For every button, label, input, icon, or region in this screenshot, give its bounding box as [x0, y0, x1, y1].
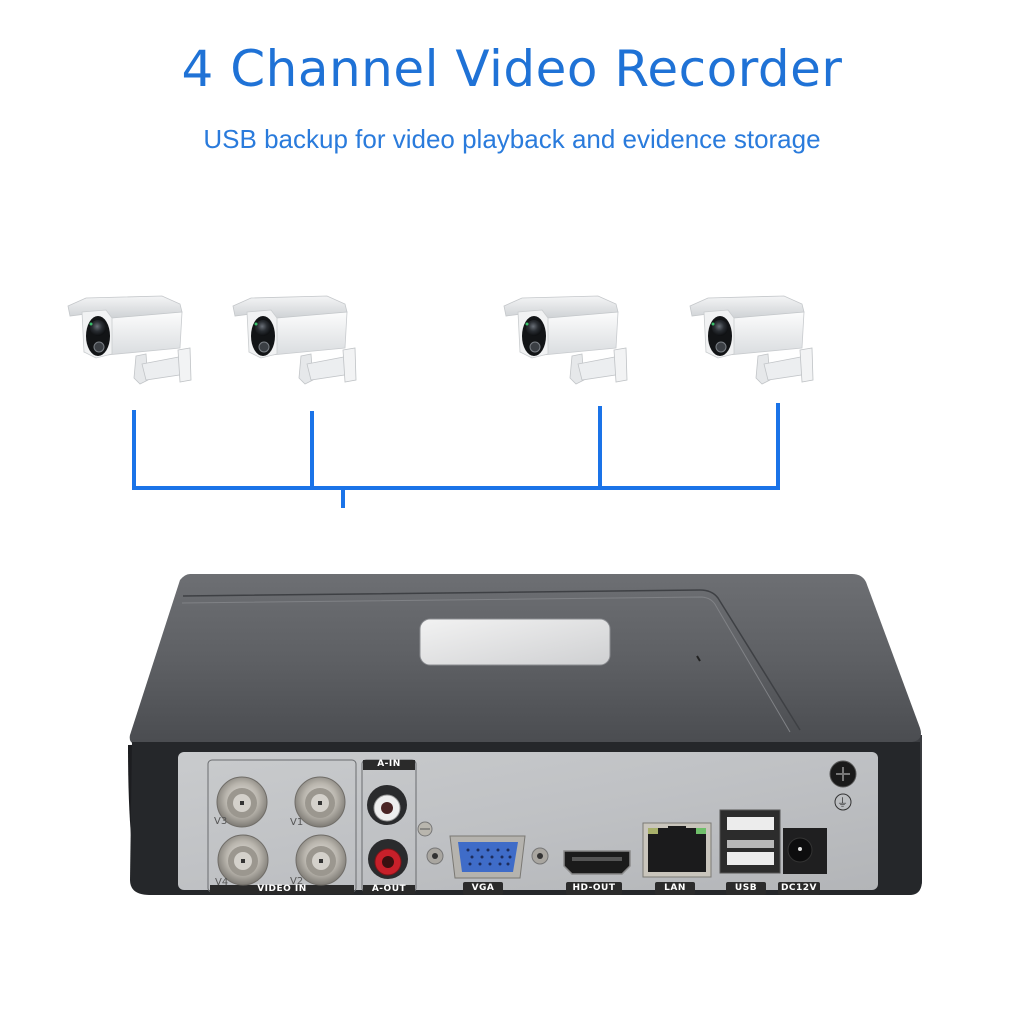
usb-label: USB [726, 882, 766, 895]
wire-camera-4 [776, 403, 780, 490]
bnc-v1 [294, 776, 346, 828]
dc12v-label: DC12V [778, 882, 820, 895]
wire-camera-1 [132, 410, 136, 490]
channel-label-v3: V3 [214, 816, 228, 827]
page-title: 4 Channel Video Recorder [181, 40, 843, 98]
bnc-v2 [295, 834, 347, 886]
ground-icon: ⏚ [837, 796, 848, 809]
bnc-v4 [217, 834, 269, 886]
wire-bus [132, 486, 780, 490]
video-in-label: VIDEO IN [257, 884, 307, 894]
lan-label: LAN [655, 882, 695, 895]
display-window [419, 618, 611, 666]
audio-in-label: A-IN [377, 759, 401, 769]
bnc-v3 [216, 776, 268, 828]
vga-label: VGA [463, 882, 503, 895]
channel-label-v1: V1 [290, 817, 304, 828]
wire-camera-2 [310, 411, 314, 490]
audio-out-label: A-OUT [371, 884, 407, 894]
wire-camera-3 [598, 406, 602, 490]
channel-label-v4: V4 [215, 877, 229, 888]
hdmi-label: HD-OUT [566, 882, 622, 895]
wire-to-recorder [341, 488, 345, 508]
channel-label-v2: V2 [290, 876, 304, 887]
page-subtitle: USB backup for video playback and eviden… [203, 124, 821, 154]
